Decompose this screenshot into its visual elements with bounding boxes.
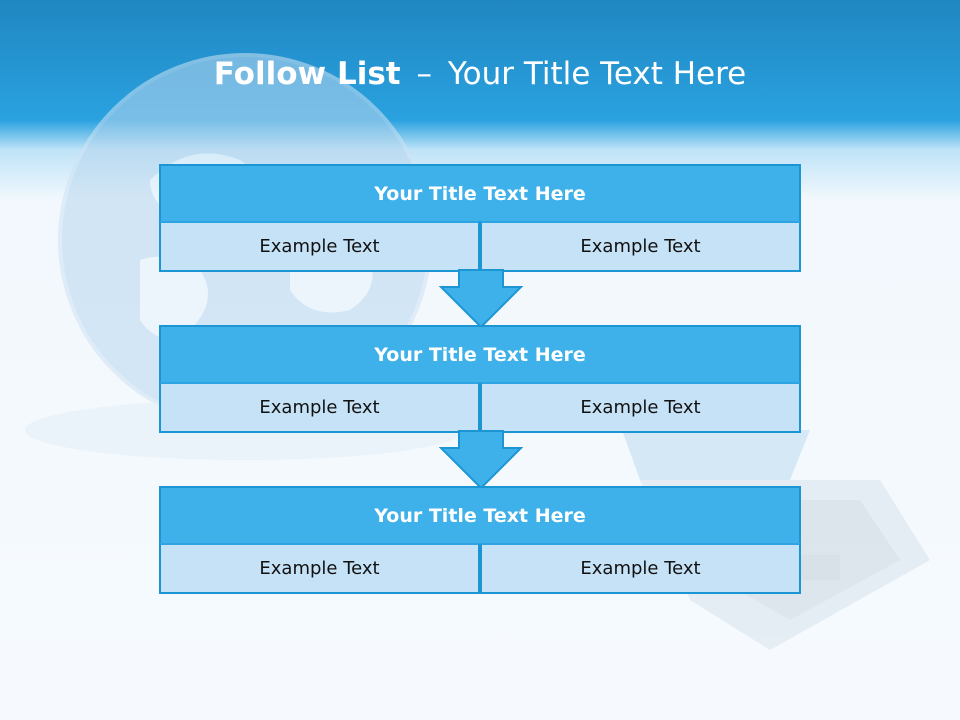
title-separator: – [416,56,432,92]
title-bold: Follow List [213,56,401,92]
page-title: Follow List – Your Title Text Here [0,56,960,92]
title-rest: Your Title Text Here [447,56,747,92]
down-arrow-icon [439,430,523,490]
row-cell-left: Example Text [159,543,480,594]
row-cell-left: Example Text [159,221,480,272]
row-cell-right: Example Text [480,221,801,272]
row-title: Your Title Text Here [159,325,801,384]
row-title: Your Title Text Here [159,486,801,545]
row-cell-right: Example Text [480,543,801,594]
row-cell-right: Example Text [480,382,801,433]
row-cell-left: Example Text [159,382,480,433]
row-title: Your Title Text Here [159,164,801,223]
down-arrow-icon [439,269,523,329]
